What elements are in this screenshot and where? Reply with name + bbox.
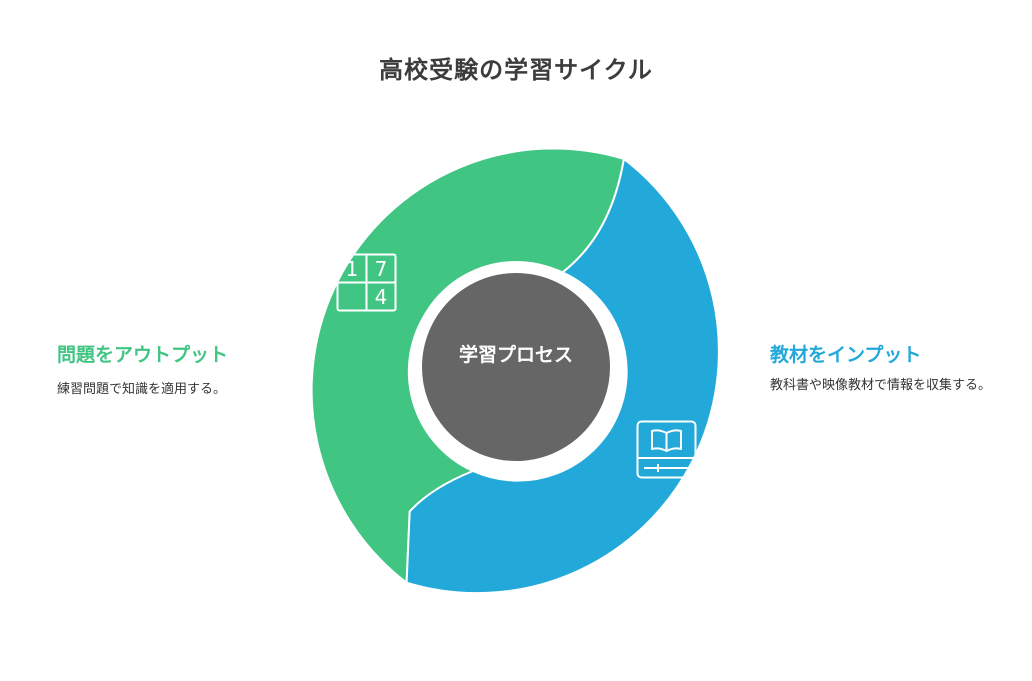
output-description: 練習問題で知識を適用する。: [57, 382, 227, 397]
book-video-icon: [636, 420, 697, 479]
grid-digit-4: 4: [375, 285, 388, 309]
output-title: 問題をアウトプット: [57, 344, 229, 366]
number-grid-icon: 1 7 4: [336, 253, 397, 312]
input-description: 教科書や映像教材で情報を収集する。: [770, 378, 992, 393]
center-label: 学習プロセス: [458, 344, 573, 366]
center-circle: [422, 273, 610, 461]
input-title: 教材をインプット: [770, 344, 922, 366]
diagram-title: 高校受験の学習サイクル: [379, 56, 653, 84]
grid-digit-1: 1: [346, 257, 359, 281]
input-segment: [405, 157, 720, 595]
grid-digit-2: 7: [375, 257, 388, 281]
